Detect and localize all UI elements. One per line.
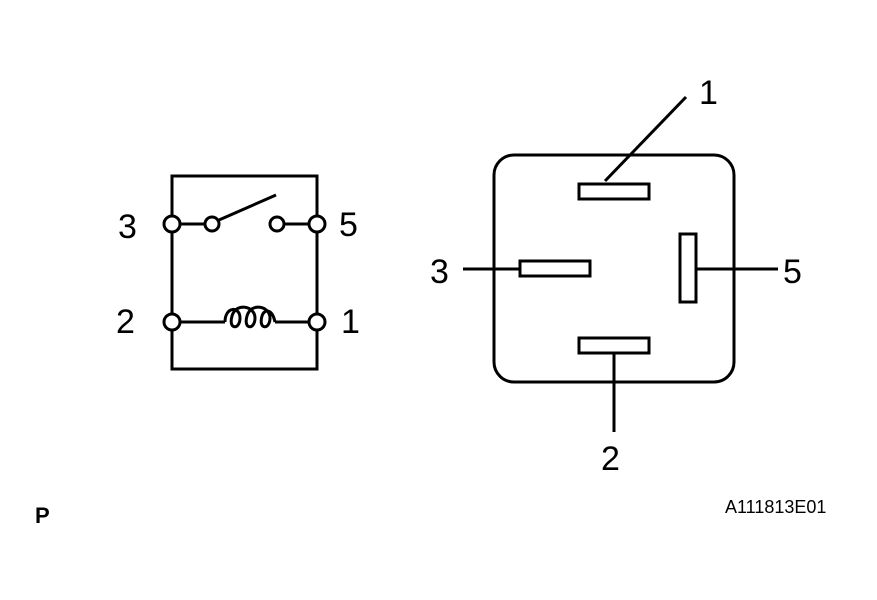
view-label: P xyxy=(35,503,50,528)
connector-label-2: 2 xyxy=(601,440,620,478)
connector-label-5: 5 xyxy=(783,253,802,291)
switch-fixed-contact xyxy=(268,215,286,233)
connector-pin-2 xyxy=(577,336,651,355)
schematic-terminal-1 xyxy=(307,312,327,332)
connector-label-1: 1 xyxy=(699,74,718,112)
connector-pin-5 xyxy=(678,232,698,304)
schematic-label-3: 3 xyxy=(118,208,137,246)
connector-pin-1 xyxy=(577,182,651,201)
relay-housing-outline xyxy=(170,174,319,371)
schematic-terminal-3 xyxy=(162,214,182,234)
schematic-terminal-5 xyxy=(307,214,327,234)
schematic-terminal-2 xyxy=(162,312,182,332)
coil-icon xyxy=(223,305,277,329)
schematic-label-2: 2 xyxy=(116,303,135,341)
figure-id: A111813E01 xyxy=(725,497,826,517)
schematic-label-5: 5 xyxy=(339,206,358,244)
connector-label-3: 3 xyxy=(430,253,449,291)
schematic-label-1: 1 xyxy=(341,303,360,341)
relay-schematic: 3 5 2 1 xyxy=(116,174,360,371)
relay-connector-view: 1 3 5 2 xyxy=(430,74,802,478)
leader-line-1 xyxy=(603,95,688,183)
switch-blade xyxy=(218,193,277,222)
connector-pin-3 xyxy=(518,259,592,278)
switch-pivot-contact xyxy=(203,215,221,233)
